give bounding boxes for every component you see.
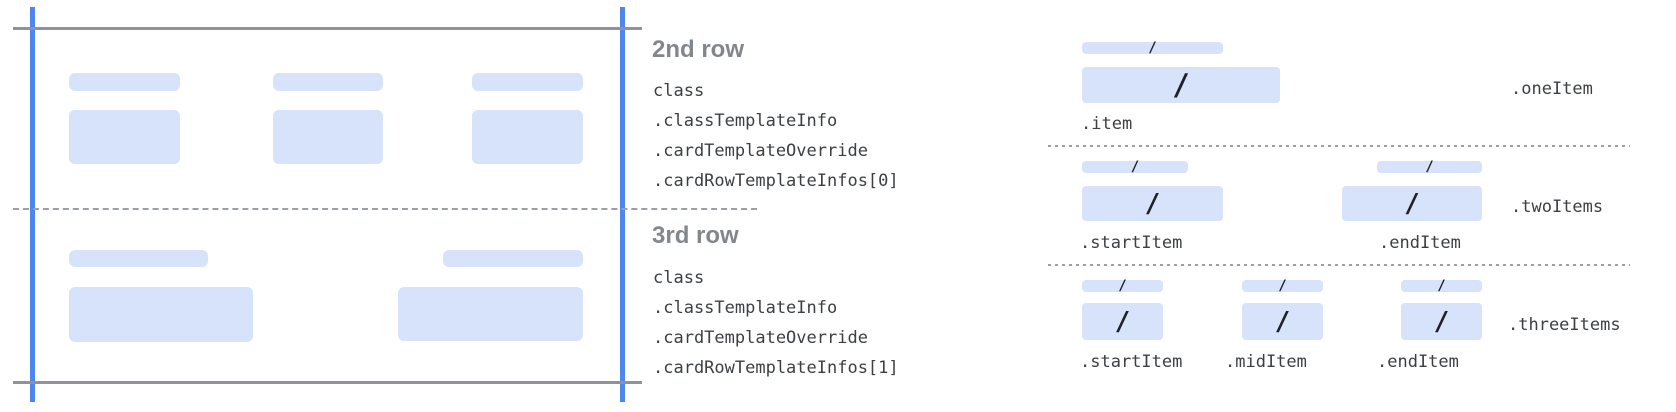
slash-icon: /: [1437, 278, 1446, 294]
item-label-bar: /: [1082, 40, 1223, 56]
row3-code-line: .classTemplateInfo: [653, 298, 838, 318]
variant-name-label: .threeItems: [1508, 315, 1621, 335]
row3-title: 3rd row: [652, 222, 739, 249]
row2-code-line: class: [653, 81, 705, 101]
item-label-bar: /: [1377, 159, 1482, 175]
item-value-bar: /: [1401, 303, 1482, 340]
item-label-bar: /: [1082, 159, 1188, 175]
label-placeholder-bar: [69, 250, 208, 267]
row3-code-line: .cardRowTemplateInfos[1]: [653, 358, 899, 378]
row2-code-line: .cardRowTemplateInfos[0]: [653, 171, 899, 191]
value-placeholder-box: [472, 110, 583, 164]
row2-code-line: .cardTemplateOverride: [653, 141, 868, 161]
variant-name-label: .twoItems: [1511, 197, 1604, 217]
item-value-bar: /: [1342, 186, 1482, 221]
slash-icon: /: [1118, 278, 1127, 294]
field-label: .endItem: [1379, 233, 1461, 253]
item-value-bar: /: [1082, 67, 1280, 103]
item-label-bar: /: [1401, 278, 1482, 294]
variant-divider-dotted-line: [1048, 264, 1630, 266]
row2-code-line: .classTemplateInfo: [653, 111, 838, 131]
right-edge-guide-line: [620, 7, 625, 402]
top-boundary-line: [13, 27, 642, 30]
slash-icon: /: [1148, 40, 1157, 56]
slash-icon: /: [1278, 278, 1287, 294]
field-label: .startItem: [1080, 233, 1183, 253]
slash-icon: /: [1425, 159, 1434, 175]
row3-code-line: .cardTemplateOverride: [653, 328, 868, 348]
slash-icon: /: [1130, 159, 1140, 175]
item-value-bar: /: [1082, 303, 1163, 340]
bottom-boundary-line: [13, 381, 642, 384]
variant-divider-dotted-line: [1048, 145, 1630, 147]
row3-code-line: class: [653, 268, 705, 288]
row-divider-dashed-line: [13, 208, 757, 210]
slash-icon: /: [1274, 306, 1291, 337]
slash-icon: /: [1433, 306, 1450, 337]
slash-icon: /: [1144, 188, 1161, 219]
label-placeholder-bar: [443, 250, 583, 267]
item-value-bar: /: [1242, 303, 1323, 340]
field-label: .endItem: [1377, 352, 1459, 372]
value-placeholder-box: [69, 110, 180, 164]
slash-icon: /: [1114, 306, 1131, 337]
value-placeholder-box: [398, 287, 583, 341]
slash-icon: /: [1404, 188, 1420, 219]
field-label: .midItem: [1225, 352, 1307, 372]
item-label-bar: /: [1242, 278, 1323, 294]
slash-icon: /: [1172, 67, 1190, 102]
field-label: .startItem: [1080, 352, 1183, 372]
field-label: .item: [1081, 114, 1133, 134]
value-placeholder-box: [69, 287, 253, 342]
item-label-bar: /: [1082, 278, 1163, 294]
value-placeholder-box: [273, 110, 383, 164]
variant-name-label: .oneItem: [1511, 79, 1593, 99]
label-placeholder-bar: [69, 73, 180, 91]
left-edge-guide-line: [30, 7, 35, 402]
label-placeholder-bar: [472, 73, 583, 91]
row2-title: 2nd row: [652, 36, 745, 63]
item-value-bar: /: [1082, 186, 1223, 221]
label-placeholder-bar: [273, 73, 383, 91]
